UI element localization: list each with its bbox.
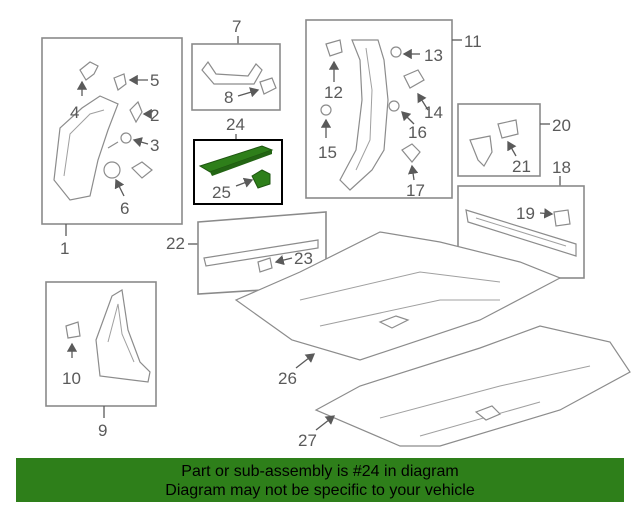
- info-banner: Part or sub-assembly is #24 in diagram D…: [16, 458, 624, 502]
- banner-line-2: Diagram may not be specific to your vehi…: [165, 482, 475, 499]
- group-box-9: 9 10: [45, 281, 157, 440]
- group-box-11: 11 12 13 14 15 16 17: [305, 19, 482, 200]
- b-pillar-contour: [355, 47, 373, 171]
- retainer-part-5: [113, 73, 127, 91]
- group-box-7: 7 8: [191, 17, 281, 111]
- group-box-1: 1 4 5 2 3 6: [41, 37, 183, 258]
- group-floor-27: 27: [298, 325, 631, 450]
- clip-part-23: [257, 257, 273, 273]
- grommet-part-6: [103, 161, 121, 179]
- handle-cover-part-8: [259, 77, 277, 95]
- clip-part-10: [65, 321, 81, 339]
- callout-16[interactable]: 16: [408, 123, 427, 142]
- bracket-part-20: [469, 135, 493, 167]
- callout-8[interactable]: 8: [224, 88, 233, 107]
- leader-8: [237, 87, 260, 98]
- clip-part-25: [251, 169, 271, 189]
- callout-1[interactable]: 1: [60, 239, 69, 258]
- clip-part-19: [553, 209, 571, 227]
- box-1: [41, 37, 183, 225]
- callout-26[interactable]: 26: [278, 369, 297, 388]
- grab-handle-part: [201, 60, 263, 85]
- group-box-22: 22 23: [166, 211, 327, 295]
- box-24: [193, 139, 283, 205]
- banner-line-1: Part or sub-assembly is #24 in diagram: [181, 463, 459, 480]
- callout-3[interactable]: 3: [150, 136, 159, 155]
- pillar-trim-panel: [53, 95, 119, 201]
- callout-19[interactable]: 19: [516, 204, 535, 223]
- exploded-parts-diagram: 1 4 5 2 3 6 7 8 24: [41, 17, 631, 450]
- fastener-part-16: [388, 100, 400, 112]
- bracket-part-6: [131, 161, 153, 179]
- callout-22[interactable]: 22: [166, 234, 185, 253]
- box-11: [305, 19, 453, 199]
- bolt-shank-3: [107, 141, 119, 149]
- mat-contour-b: [419, 401, 541, 437]
- fastener-part-15: [320, 104, 332, 116]
- callout-13[interactable]: 13: [424, 46, 443, 65]
- callout-18[interactable]: 18: [552, 158, 571, 177]
- callout-20[interactable]: 20: [552, 116, 571, 135]
- mat-pad: [474, 405, 502, 421]
- sill-plate-part-24: [198, 145, 274, 173]
- leader-21: [507, 140, 517, 157]
- leader-25: [235, 177, 254, 188]
- box-20: [457, 103, 541, 177]
- callout-14[interactable]: 14: [424, 103, 443, 122]
- callout-17[interactable]: 17: [406, 181, 425, 200]
- leader-6: [114, 178, 125, 197]
- callout-11[interactable]: 11: [464, 32, 482, 51]
- pillar-trim-contour: [63, 109, 105, 177]
- callout-23[interactable]: 23: [294, 249, 313, 268]
- clip-part-21: [497, 119, 519, 139]
- rear-mat-part-27: [314, 325, 631, 447]
- leader-17: [407, 164, 419, 181]
- front-sill-plate: [203, 239, 319, 267]
- bolt-part-3: [120, 132, 132, 144]
- rear-sill-plate: [465, 209, 577, 257]
- leader-23: [274, 255, 293, 266]
- callout-6[interactable]: 6: [120, 199, 129, 218]
- callout-24[interactable]: 24: [226, 115, 245, 134]
- carpet-contour-b: [319, 299, 500, 327]
- cap-part-17: [401, 143, 421, 163]
- box-7: [191, 43, 281, 111]
- box-9: [45, 281, 157, 407]
- sill-plate-edge: [210, 150, 272, 176]
- floor-carpet-part-26: [234, 231, 562, 361]
- screw-part-13: [390, 46, 402, 58]
- callout-25[interactable]: 25: [212, 183, 231, 202]
- clip-part-12: [325, 39, 343, 57]
- callout-10[interactable]: 10: [62, 369, 81, 388]
- carpet-tunnel-pad: [378, 315, 410, 329]
- quarter-trim-contour: [107, 303, 135, 363]
- leader-3: [132, 137, 149, 148]
- callout-9[interactable]: 9: [98, 421, 107, 440]
- carpet-contour-a: [299, 271, 501, 301]
- leader-19: [539, 208, 554, 219]
- callout-2[interactable]: 2: [150, 106, 159, 125]
- leader-14: [417, 92, 429, 111]
- b-pillar-trim-panel: [339, 39, 389, 191]
- callout-5[interactable]: 5: [150, 71, 159, 90]
- rear-sill-contour: [475, 217, 567, 247]
- callout-15[interactable]: 15: [318, 143, 337, 162]
- leader-27: [315, 415, 336, 431]
- callout-21[interactable]: 21: [512, 157, 531, 176]
- leader-26: [295, 353, 316, 369]
- retainer-part-14: [403, 69, 425, 89]
- clip-part-2: [129, 100, 143, 124]
- group-box-24: 24 25: [193, 115, 283, 205]
- callout-12[interactable]: 12: [324, 83, 343, 102]
- callout-4[interactable]: 4: [70, 103, 79, 122]
- leader-16: [401, 111, 415, 125]
- group-box-18: 18 19: [457, 158, 585, 279]
- group-floor-26: 26: [234, 231, 562, 388]
- callout-7[interactable]: 7: [232, 17, 241, 36]
- mat-contour-a: [379, 365, 591, 419]
- callout-27[interactable]: 27: [298, 431, 317, 450]
- group-box-20: 20 21: [457, 103, 571, 177]
- clip-part-4: [79, 61, 99, 81]
